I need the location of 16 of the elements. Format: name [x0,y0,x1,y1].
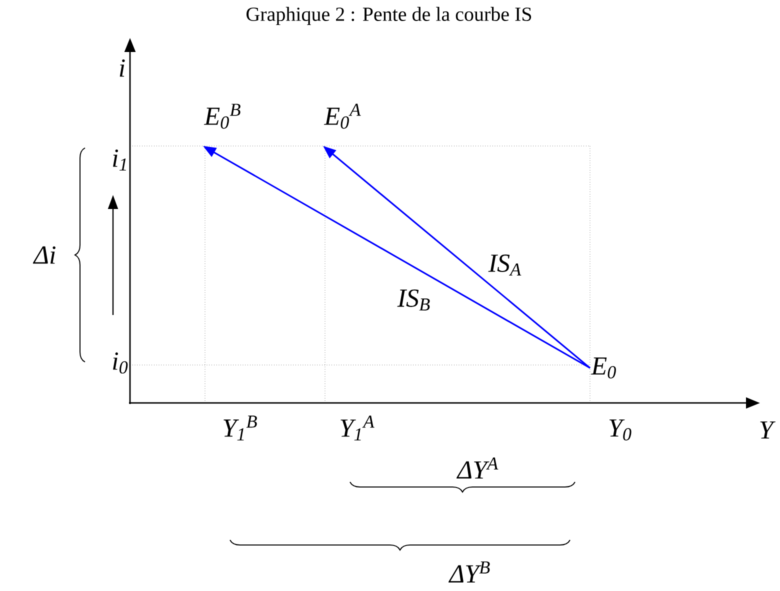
axis-label: Y$_{0}$ [609,420,632,440]
point-label: E$_{0}$A [324,104,361,129]
point-label: E$_{0}$ [590,358,616,378]
axis-label: Y$_{1}$A [340,416,374,440]
point-label: E$_{0}$B [204,104,240,129]
curve-label: IS$_{B}$ [397,289,430,310]
axis-label: Y$_{1}$B [224,416,257,440]
axis-label: ΔY$^{B}$ [448,562,490,582]
axis-label: Y [760,421,776,438]
axis-label: i$_{1}$ [113,150,126,170]
axis-label: i [120,59,125,77]
axis-label: ΔY$^{A}$ [456,457,498,478]
curve-label: IS$_{A}$ [488,254,522,276]
title: Graphique 2 : Pente de la courbe IS [246,6,532,26]
axis-label: i$_{0}$ [113,352,128,374]
axis-label: Δi [32,246,56,264]
